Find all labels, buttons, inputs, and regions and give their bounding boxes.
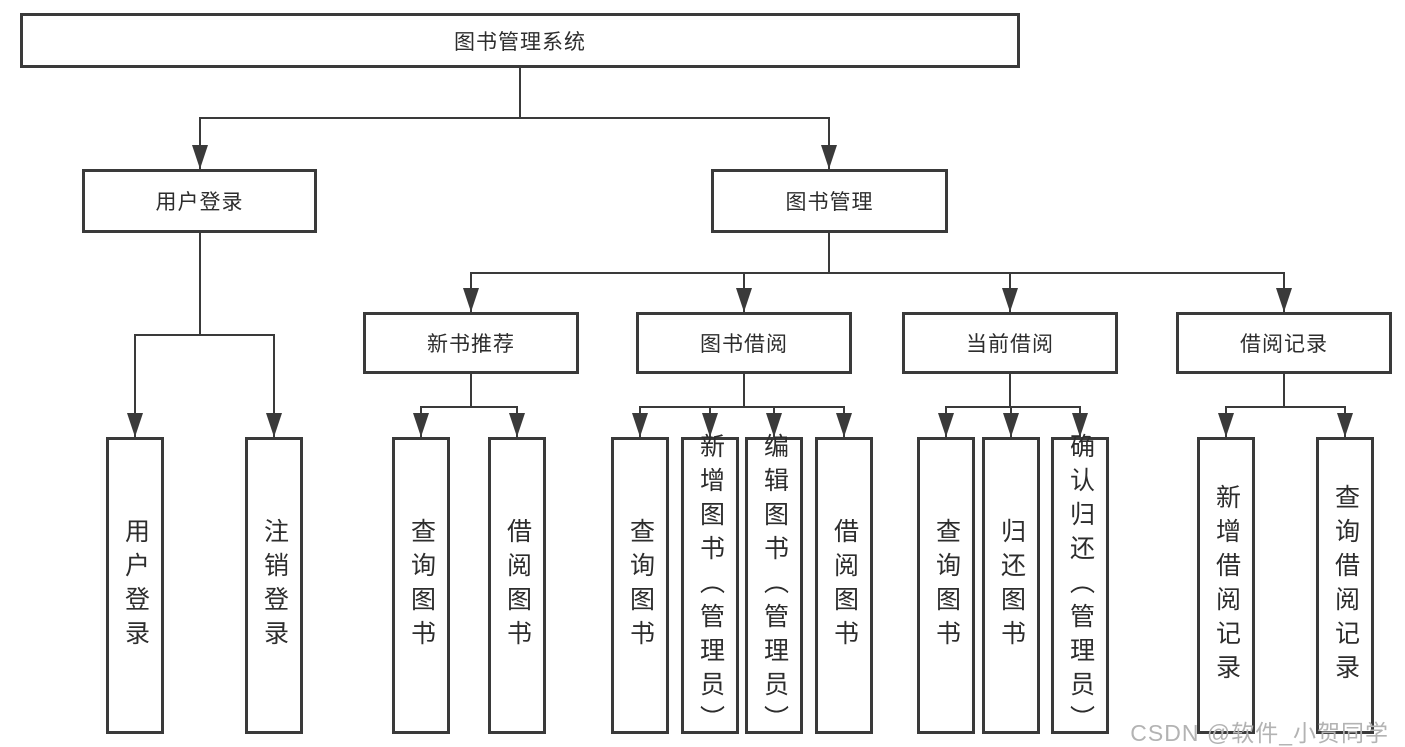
leaf-label: 查询图书 bbox=[407, 517, 436, 654]
leaf-query-books-current: 查询图书 bbox=[917, 437, 975, 734]
connector-hline bbox=[199, 117, 830, 119]
leaf-query-books-borrowing: 查询图书 bbox=[611, 437, 669, 734]
arrowhead-down-icon bbox=[736, 288, 752, 312]
leaf-label: 编辑图书（管理员） bbox=[760, 432, 789, 739]
arrowhead-down-icon bbox=[413, 413, 429, 437]
leaf-confirm-return-admin: 确认归还（管理员） bbox=[1051, 433, 1109, 739]
connector-hline bbox=[1225, 406, 1346, 408]
leaf-label: 归还图书 bbox=[997, 517, 1026, 654]
arrowhead-down-icon bbox=[509, 413, 525, 437]
leaf-query-borrow-record: 查询借阅记录 bbox=[1316, 437, 1374, 734]
connector-hline bbox=[639, 406, 845, 408]
leaf-label: 新增图书（管理员） bbox=[696, 432, 725, 739]
leaf-label: 确认归还（管理员） bbox=[1066, 432, 1095, 739]
arrowhead-down-icon bbox=[1218, 413, 1234, 437]
node-label: 借阅记录 bbox=[1240, 333, 1328, 356]
leaf-add-borrow-record: 新增借阅记录 bbox=[1197, 437, 1255, 734]
connector-vline bbox=[199, 233, 201, 336]
arrowhead-down-icon bbox=[821, 145, 837, 169]
leaf-query-books-recommend: 查询图书 bbox=[392, 437, 450, 734]
leaf-add-books-admin: 新增图书（管理员） bbox=[681, 433, 739, 739]
connector-vline bbox=[470, 374, 472, 408]
arrowhead-down-icon bbox=[1337, 413, 1353, 437]
leaf-label: 查询图书 bbox=[626, 517, 655, 654]
arrowhead-down-icon bbox=[1003, 413, 1019, 437]
node-label: 当前借阅 bbox=[966, 333, 1054, 356]
node-label: 用户登录 bbox=[155, 191, 244, 214]
leaf-label: 查询借阅记录 bbox=[1331, 483, 1360, 688]
connector-vline bbox=[199, 117, 201, 169]
csdn-watermark: CSDN @软件_小贺同学 bbox=[1130, 720, 1389, 746]
connector-hline bbox=[470, 272, 1285, 274]
arrowhead-down-icon bbox=[1276, 288, 1292, 312]
connector-vline bbox=[743, 374, 745, 408]
node-label: 新书推荐 bbox=[427, 333, 515, 356]
connector-vline bbox=[134, 334, 136, 437]
arrowhead-down-icon bbox=[1002, 288, 1018, 312]
connector-hline bbox=[420, 406, 518, 408]
node-book-management: 图书管理 bbox=[711, 169, 948, 233]
connector-vline bbox=[1283, 374, 1285, 408]
leaf-label: 注销登录 bbox=[260, 517, 289, 654]
node-user-login: 用户登录 bbox=[82, 169, 317, 233]
node-label: 图书借阅 bbox=[700, 333, 788, 356]
connector-vline bbox=[519, 68, 521, 119]
leaf-label: 用户登录 bbox=[121, 517, 150, 654]
arrowhead-down-icon bbox=[836, 413, 852, 437]
connector-vline bbox=[1009, 374, 1011, 408]
node-current-borrowing: 当前借阅 bbox=[902, 312, 1118, 374]
node-borrowing-records: 借阅记录 bbox=[1176, 312, 1392, 374]
leaf-label: 借阅图书 bbox=[830, 517, 859, 654]
arrowhead-down-icon bbox=[463, 288, 479, 312]
arrowhead-down-icon bbox=[632, 413, 648, 437]
leaf-logout: 注销登录 bbox=[245, 437, 303, 734]
arrowhead-down-icon bbox=[1072, 413, 1088, 437]
leaf-label: 借阅图书 bbox=[503, 517, 532, 654]
node-new-book-recommendation: 新书推荐 bbox=[363, 312, 579, 374]
leaf-edit-books-admin: 编辑图书（管理员） bbox=[745, 433, 803, 739]
node-label: 图书管理系统 bbox=[454, 30, 586, 54]
connector-vline bbox=[828, 233, 830, 274]
node-book-borrowing: 图书借阅 bbox=[636, 312, 852, 374]
connector-hline bbox=[945, 406, 1081, 408]
arrowhead-down-icon bbox=[766, 413, 782, 437]
arrowhead-down-icon bbox=[938, 413, 954, 437]
arrowhead-down-icon bbox=[192, 145, 208, 169]
leaf-return-books: 归还图书 bbox=[982, 437, 1040, 734]
leaf-user-login: 用户登录 bbox=[106, 437, 164, 734]
leaf-label: 查询图书 bbox=[932, 517, 961, 654]
node-label: 图书管理 bbox=[785, 191, 874, 214]
connector-vline bbox=[273, 334, 275, 437]
arrowhead-down-icon bbox=[266, 413, 282, 437]
arrowhead-down-icon bbox=[702, 413, 718, 437]
leaf-borrow-books: 借阅图书 bbox=[815, 437, 873, 734]
connector-hline bbox=[134, 334, 275, 336]
leaf-borrow-books-recommend: 借阅图书 bbox=[488, 437, 546, 734]
connector-vline bbox=[828, 117, 830, 169]
arrowhead-down-icon bbox=[127, 413, 143, 437]
node-library-system: 图书管理系统 bbox=[20, 13, 1020, 68]
leaf-label: 新增借阅记录 bbox=[1212, 483, 1241, 688]
